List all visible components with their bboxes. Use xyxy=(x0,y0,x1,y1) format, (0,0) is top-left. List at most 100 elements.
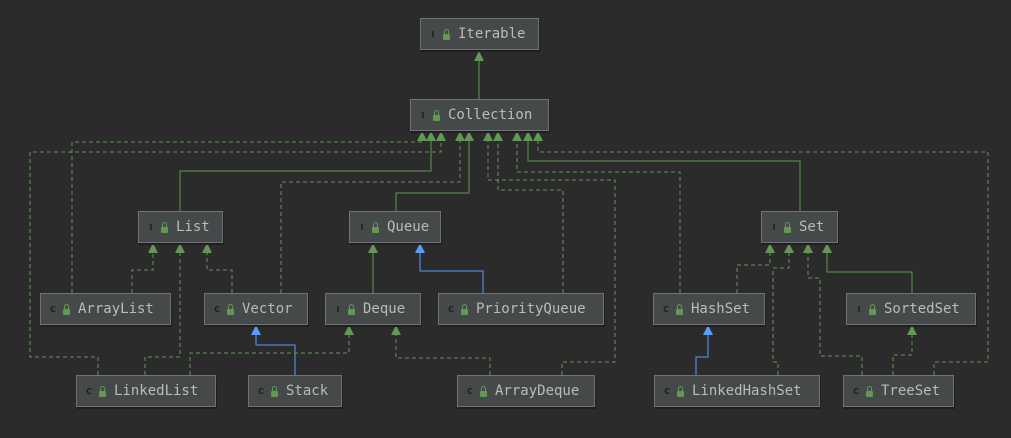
arrowhead-treeset-to-collection xyxy=(533,131,543,141)
node-stack[interactable]: C Stack xyxy=(248,375,342,407)
node-label: Stack xyxy=(286,383,329,399)
class-icon: C xyxy=(448,304,454,314)
node-label: SortedSet xyxy=(884,301,960,317)
edge-treeset-to-sortedset xyxy=(892,335,913,375)
node-deque[interactable]: I Deque xyxy=(325,293,421,325)
edge-list-to-collection xyxy=(179,141,432,211)
interface-icon: I xyxy=(431,29,435,39)
node-hashset[interactable]: C HashSet xyxy=(653,293,765,325)
node-collection[interactable]: I Collection xyxy=(410,99,549,131)
lock-icon xyxy=(161,221,168,233)
arrowhead-arraydeque-to-collection xyxy=(483,131,493,141)
lock-icon xyxy=(271,385,278,397)
arrowhead-queue-to-collection xyxy=(464,131,474,141)
edge-priorityqueue-to-collection xyxy=(497,141,564,293)
edge-arraylist-to-list xyxy=(131,253,154,293)
node-sortedset[interactable]: I SortedSet xyxy=(846,293,976,325)
node-label: ArrayList xyxy=(78,301,154,317)
arrowhead-collection-to-iterable xyxy=(474,51,484,61)
edge-hashset-to-collection xyxy=(516,141,681,293)
arrowhead-treeset-to-set xyxy=(803,243,813,253)
node-set[interactable]: I Set xyxy=(761,211,838,243)
node-label: LinkedList xyxy=(114,383,199,399)
node-label: Queue xyxy=(387,219,430,235)
lock-icon xyxy=(348,303,355,315)
node-arraydeque[interactable]: C ArrayDeque xyxy=(457,375,595,407)
interface-icon: I xyxy=(772,222,776,232)
node-vector[interactable]: C Vector xyxy=(204,293,308,325)
edge-arraydeque-to-collection xyxy=(487,141,616,375)
arrowhead-deque-to-queue xyxy=(368,243,378,253)
edge-vector-to-collection xyxy=(280,141,461,293)
lock-icon xyxy=(677,385,684,397)
lock-icon xyxy=(443,28,450,40)
node-label: List xyxy=(176,219,210,235)
arrowhead-stack-to-vector xyxy=(251,325,261,335)
node-label: Vector xyxy=(242,301,293,317)
node-label: Set xyxy=(799,219,825,235)
arrowhead-linkedhashset-to-set xyxy=(784,243,794,253)
lock-icon xyxy=(63,303,70,315)
arrowhead-vector-to-list xyxy=(202,243,212,253)
lock-icon xyxy=(866,385,873,397)
lock-icon xyxy=(372,221,379,233)
node-linkedhashset[interactable]: C LinkedHashSet xyxy=(654,375,820,407)
edge-queue-to-collection xyxy=(395,141,470,211)
lock-icon xyxy=(676,303,683,315)
class-icon: C xyxy=(86,386,92,396)
arrowhead-hashset-to-set xyxy=(765,243,775,253)
edge-hashset-to-set xyxy=(736,253,771,293)
node-label: LinkedHashSet xyxy=(692,383,802,399)
lock-icon xyxy=(869,303,876,315)
arrowhead-list-to-collection xyxy=(426,131,436,141)
class-icon: C xyxy=(258,386,264,396)
node-arraylist[interactable]: C ArrayList xyxy=(40,293,171,325)
node-iterable[interactable]: I Iterable xyxy=(420,18,539,50)
lock-icon xyxy=(99,385,106,397)
node-linkedlist[interactable]: C LinkedList xyxy=(76,375,216,407)
lock-icon xyxy=(433,109,440,121)
node-label: Collection xyxy=(448,107,533,123)
arrowhead-arraylist-to-collection xyxy=(417,131,427,141)
class-icon: C xyxy=(467,386,473,396)
lock-icon xyxy=(784,221,791,233)
lock-icon xyxy=(227,303,234,315)
interface-icon: I xyxy=(360,222,364,232)
edge-linkedlist-to-list xyxy=(144,253,181,375)
edge-arraylist-to-collection xyxy=(71,141,423,293)
node-label: PriorityQueue xyxy=(476,301,586,317)
arrowhead-linkedlist-to-list xyxy=(175,243,185,253)
interface-icon: I xyxy=(857,304,861,314)
node-label: Deque xyxy=(363,301,406,317)
edge-treeset-to-set xyxy=(807,253,863,375)
edge-linkedlist-to-collection xyxy=(29,141,442,375)
arrowhead-linkedlist-to-collection xyxy=(436,131,446,141)
class-icon: C xyxy=(214,304,220,314)
edge-treeset-to-collection xyxy=(537,141,989,375)
edge-linkedhashset-to-set xyxy=(772,253,790,375)
interface-icon: I xyxy=(336,304,340,314)
edge-vector-to-list xyxy=(206,253,233,293)
node-treeset[interactable]: C TreeSet xyxy=(843,375,954,407)
node-priorityqueue[interactable]: C PriorityQueue xyxy=(438,293,604,325)
arrowhead-sortedset-to-set xyxy=(822,243,832,253)
edge-linkedlist-to-deque xyxy=(189,335,350,375)
node-list[interactable]: I List xyxy=(138,211,223,243)
arrowhead-linkedhashset-to-hashset xyxy=(703,325,713,335)
arrowhead-set-to-collection xyxy=(523,131,533,141)
node-label: HashSet xyxy=(691,301,751,317)
arrowhead-priorityqueue-to-queue xyxy=(415,243,425,253)
class-icon: C xyxy=(853,386,859,396)
node-queue[interactable]: I Queue xyxy=(349,211,441,243)
interface-icon: I xyxy=(421,110,425,120)
arrowhead-hashset-to-collection xyxy=(512,131,522,141)
arrowhead-arraydeque-to-deque xyxy=(391,325,401,335)
node-label: TreeSet xyxy=(881,383,941,399)
edge-arraydeque-to-deque xyxy=(395,335,491,375)
class-icon: C xyxy=(664,386,670,396)
arrowhead-linkedlist-to-deque xyxy=(344,325,354,335)
lock-icon xyxy=(461,303,468,315)
node-label: Iterable xyxy=(458,26,526,42)
